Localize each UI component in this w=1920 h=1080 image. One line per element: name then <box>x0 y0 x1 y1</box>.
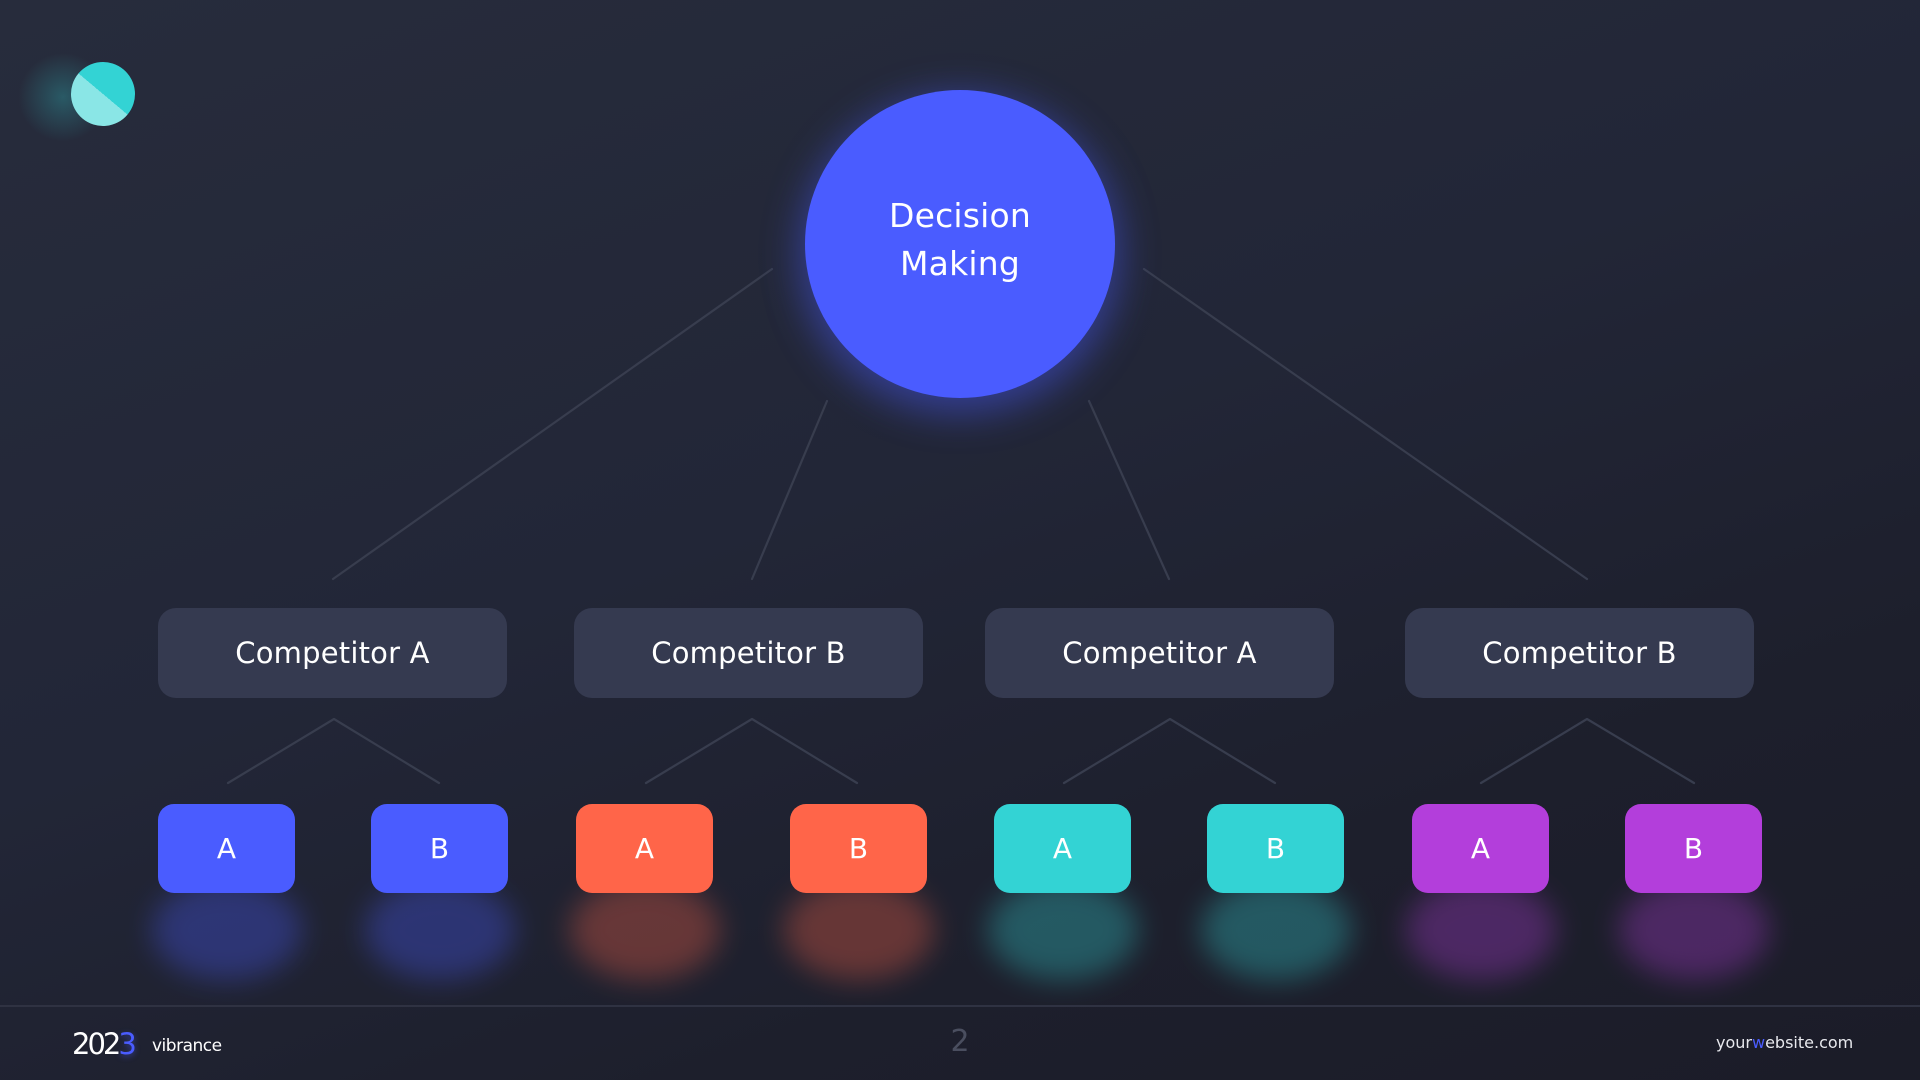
hub-title-line-1: Decision <box>888 196 1032 235</box>
website-accent: w <box>1751 1033 1766 1052</box>
decision-making-hub: Decision Making <box>805 90 1115 398</box>
option-label: A <box>634 832 655 865</box>
option-label: A <box>216 832 237 865</box>
connector-competitor-1-to-options <box>226 717 441 785</box>
option-glow <box>1619 880 1769 980</box>
competitor-box-3: Competitor A <box>985 608 1334 698</box>
option-glow <box>152 880 302 980</box>
option-glow <box>1201 880 1351 980</box>
option-glow <box>570 880 720 980</box>
footer-year: 2023 <box>72 1027 137 1061</box>
option-label: A <box>1052 832 1073 865</box>
option-label: B <box>848 832 869 865</box>
footer-divider <box>0 1005 1920 1007</box>
connector-hub-to-competitor-3 <box>1087 399 1171 581</box>
year-main: 202 <box>72 1027 121 1061</box>
option-box-2a: A <box>576 804 713 893</box>
footer-brand: vibrance <box>152 1036 222 1056</box>
hub-title-line-2: Making <box>899 244 1021 283</box>
page-number: 2 <box>950 1024 970 1059</box>
competitor-label: Competitor B <box>1482 636 1677 670</box>
connector-hub-to-competitor-1 <box>331 267 774 581</box>
option-box-1a: A <box>158 804 295 893</box>
competitor-box-2: Competitor B <box>574 608 923 698</box>
connector-hub-to-competitor-4 <box>1142 267 1589 581</box>
option-label: B <box>1265 832 1286 865</box>
competitor-label: Competitor A <box>1062 636 1257 670</box>
option-label: A <box>1470 832 1491 865</box>
option-glow <box>1406 880 1556 980</box>
competitor-label: Competitor B <box>651 636 846 670</box>
connector-competitor-2-to-options <box>644 717 859 785</box>
competitor-box-1: Competitor A <box>158 608 507 698</box>
competitor-box-4: Competitor B <box>1405 608 1754 698</box>
option-label: B <box>1683 832 1704 865</box>
option-box-2b: B <box>790 804 927 893</box>
option-box-3a: A <box>994 804 1131 893</box>
year-accent: 3 <box>118 1027 137 1061</box>
option-glow <box>365 880 515 980</box>
connector-competitor-4-to-options <box>1479 717 1696 785</box>
option-box-1b: B <box>371 804 508 893</box>
connector-competitor-3-to-options <box>1062 717 1277 785</box>
footer-website: yourwebsite.com <box>1716 1033 1853 1052</box>
website-prefix: your <box>1716 1033 1752 1052</box>
option-box-4b: B <box>1625 804 1762 893</box>
website-suffix: ebsite.com <box>1765 1033 1854 1052</box>
option-glow <box>784 880 934 980</box>
option-label: B <box>429 832 450 865</box>
option-glow <box>988 880 1138 980</box>
option-box-3b: B <box>1207 804 1344 893</box>
connector-hub-to-competitor-2 <box>750 399 829 581</box>
option-box-4a: A <box>1412 804 1549 893</box>
competitor-label: Competitor A <box>235 636 430 670</box>
